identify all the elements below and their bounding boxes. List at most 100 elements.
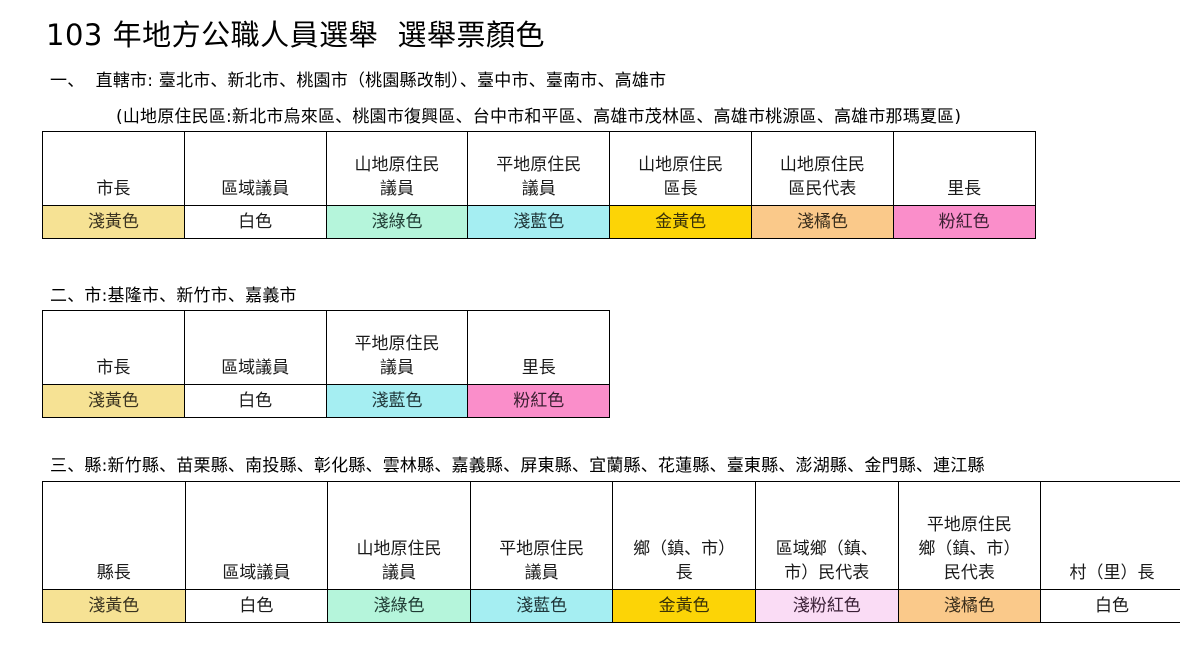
section-1-heading: 一、 直轄市: 臺北市、新北市、桃園市（桃園縣改制）、臺中市、臺南市、高雄市 <box>50 66 666 91</box>
table-header-line: 平地原住民 <box>926 514 1012 535</box>
table-header-line: 山地原住民 <box>356 538 442 559</box>
ballot-color-cell: 淺綠色 <box>325 205 469 239</box>
section-marker: 一、 <box>50 71 96 91</box>
table-header-line <box>187 332 324 356</box>
table-header-cell: 里長 <box>467 310 611 385</box>
section-3-heading: 三、縣:新竹縣、苗栗縣、南投縣、彰化縣、雲林縣、嘉義縣、屏東縣、宜蘭縣、花蓮縣、… <box>50 451 985 476</box>
table-header-line <box>45 332 182 356</box>
table-header-line: 民代表 <box>943 562 995 583</box>
table-header-line <box>758 513 896 537</box>
table-header-line: 區域議員 <box>221 178 290 199</box>
table-header-line <box>45 537 183 561</box>
table-header-line: 縣長 <box>96 562 131 583</box>
table-header-cell: 山地原住民議員 <box>325 131 469 206</box>
table-header-cell: 區域議員 <box>183 310 327 385</box>
ballot-color-cell: 白色 <box>183 205 327 239</box>
section-marker: 二、 <box>50 286 85 306</box>
section-heading-text: 縣:新竹縣、苗栗縣、南投縣、彰化縣、雲林縣、嘉義縣、屏東縣、宜蘭縣、花蓮縣、臺東… <box>84 456 985 476</box>
section-1-subheading: (山地原住民區:新北市烏來區、桃園市復興區、台中市和平區、高雄市茂林區、高雄市桃… <box>116 107 962 127</box>
table-header-line: 長 <box>675 562 693 583</box>
table-header-line <box>45 153 182 177</box>
section-marker: 三、 <box>50 456 85 476</box>
table-header-cell: 市長 <box>42 310 185 385</box>
table-cities: 市長 區域議員 平地原住民議員 里長 淺黃色白色淺藍色粉紅色 <box>42 310 611 418</box>
table-header-line: 山地原住民 <box>638 154 724 175</box>
table-header-line <box>188 537 326 561</box>
table-header-cell: 山地原住民區長 <box>609 131 752 206</box>
table-header-line <box>330 513 468 537</box>
table-header-cell: 區域議員 <box>184 481 329 590</box>
table-header-line: 區長 <box>663 178 698 199</box>
table-header-line: 區域議員 <box>222 562 291 583</box>
section-heading-text: 直轄市: 臺北市、新北市、桃園市（桃園縣改制）、臺中市、臺南市、高雄市 <box>95 71 667 91</box>
table-municipalities: 市長 區域議員山地原住民議員平地原住民議員山地原住民區長山地原住民區民代表 里長… <box>42 131 1036 239</box>
table-header-line: 里長 <box>947 178 982 199</box>
table-header-row: 市長 區域議員山地原住民議員平地原住民議員山地原住民區長山地原住民區民代表 里長 <box>42 131 1036 206</box>
table-header-cell: 村（里）長 <box>1040 481 1180 590</box>
table-header-line: 鄉（鎮、市） <box>633 538 736 559</box>
table-header-line: 區域議員 <box>221 357 290 378</box>
ballot-color-cell: 淺粉紅色 <box>754 589 899 623</box>
table-header-line: 市長 <box>96 357 131 378</box>
ballot-color-cell: 淺綠色 <box>327 589 471 623</box>
ballot-color-cell: 淺藍色 <box>467 205 611 239</box>
ballot-color-cell: 粉紅色 <box>467 384 611 418</box>
ballot-color-cell: 金黃色 <box>612 589 756 623</box>
table-header-row: 市長 區域議員 平地原住民議員 里長 <box>42 310 611 385</box>
table-header-line <box>470 332 607 356</box>
table-header-cell: 區域鄉（鎮、市）民代表 <box>754 481 899 590</box>
ballot-color-cell: 白色 <box>184 589 329 623</box>
ballot-color-cell: 淺藍色 <box>469 589 614 623</box>
table-header-line: 議員 <box>524 562 559 583</box>
table-color-row: 淺黃色白色淺綠色淺藍色金黃色淺橘色粉紅色 <box>42 205 1036 239</box>
table-header-line <box>615 513 753 537</box>
table-header-line <box>473 513 611 537</box>
ballot-color-cell: 淺黃色 <box>42 205 185 239</box>
table-header-line: 平地原住民 <box>496 154 582 175</box>
table-header-line: 議員 <box>379 357 414 378</box>
table-header-cell: 里長 <box>892 131 1036 206</box>
table-header-cell: 鄉（鎮、市） 長 <box>612 481 756 590</box>
table-header-line: 議員 <box>379 178 414 199</box>
ballot-color-cell: 淺藍色 <box>325 384 469 418</box>
table-header-cell: 平地原住民議員 <box>469 481 614 590</box>
section-heading-text: 市:基隆市、新竹市、嘉義市 <box>84 286 297 306</box>
table-header-cell: 山地原住民區民代表 <box>750 131 894 206</box>
table-color-row: 淺黃色白色淺綠色淺藍色金黃色淺粉紅色淺橘色白色 <box>42 589 1180 623</box>
ballot-color-cell: 粉紅色 <box>892 205 1036 239</box>
table-header-line: 平地原住民 <box>354 333 440 354</box>
ballot-color-cell: 白色 <box>183 384 327 418</box>
ballot-color-cell: 金黃色 <box>609 205 752 239</box>
table-color-row: 淺黃色白色淺藍色粉紅色 <box>42 384 611 418</box>
table-header-cell: 市長 <box>42 131 185 206</box>
ballot-color-cell: 白色 <box>1040 589 1180 623</box>
table-header-line: 平地原住民 <box>499 538 585 559</box>
table-header-line: 市）民代表 <box>784 562 870 583</box>
table-header-cell: 平地原住民議員 <box>467 131 611 206</box>
table-header-line: 議員 <box>521 178 556 199</box>
table-header-line: 里長 <box>521 357 556 378</box>
table-header-line <box>1043 513 1180 537</box>
table-header-cell: 縣長 <box>42 481 186 590</box>
table-header-line <box>187 153 324 177</box>
table-header-row: 縣長 區域議員 山地原住民議員 平地原住民議員 鄉（鎮、市） 長 區域鄉（鎮、市）… <box>42 481 1180 590</box>
table-header-cell: 山地原住民議員 <box>327 481 471 590</box>
ballot-color-cell: 淺黃色 <box>42 589 186 623</box>
table-header-line: 區域鄉（鎮、 <box>775 538 878 559</box>
section-2-heading: 二、市:基隆市、新竹市、嘉義市 <box>50 281 297 306</box>
table-header-line: 村（里）長 <box>1069 562 1155 583</box>
table-header-line: 市長 <box>96 178 131 199</box>
ballot-color-cell: 淺橘色 <box>897 589 1042 623</box>
ballot-color-cell: 淺黃色 <box>42 384 185 418</box>
table-header-cell: 平地原住民鄉（鎮、市） 民代表 <box>897 481 1042 590</box>
table-header-cell: 平地原住民議員 <box>325 310 469 385</box>
table-header-line: 山地原住民 <box>779 154 865 175</box>
table-header-line: 鄉（鎮、市） <box>918 538 1021 559</box>
table-header-line <box>1043 537 1180 561</box>
table-header-line: 區民代表 <box>788 178 857 199</box>
table-header-line <box>45 513 183 537</box>
table-header-line <box>188 513 326 537</box>
table-counties: 縣長 區域議員 山地原住民議員 平地原住民議員 鄉（鎮、市） 長 區域鄉（鎮、市）… <box>42 481 1180 623</box>
page-title: 103 年地方公職人員選舉 選舉票顏色 <box>46 18 546 52</box>
